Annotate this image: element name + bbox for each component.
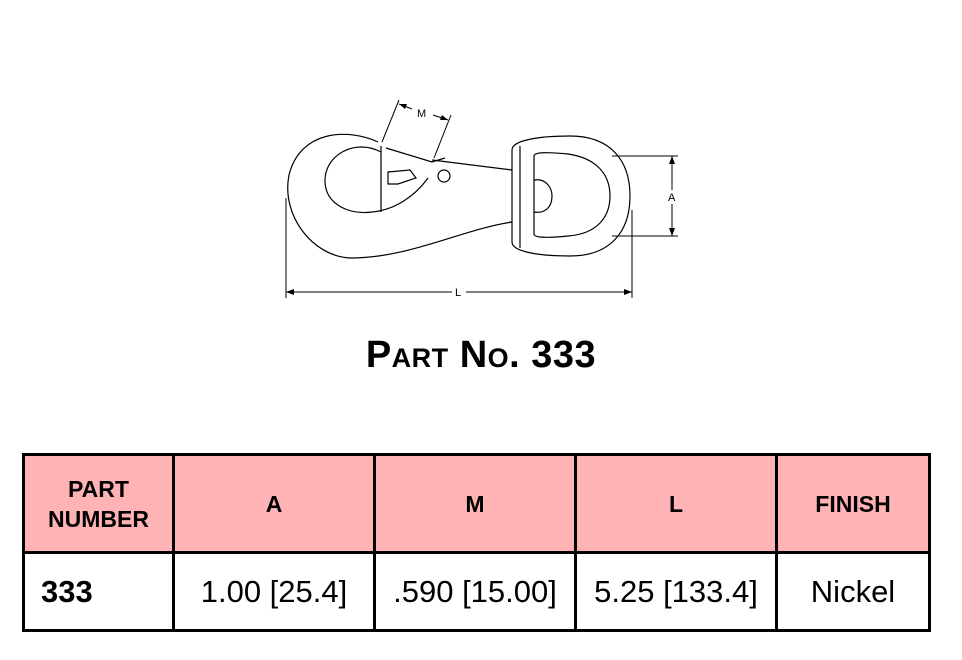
header-finish: FINISH <box>775 453 931 554</box>
header-part-number: PART NUMBER <box>22 453 175 554</box>
cell-part-number: 333 <box>22 551 175 632</box>
snap-hook-drawing: M A L <box>285 99 678 299</box>
dimension-label-m: M <box>417 108 426 120</box>
dimension-label-l: L <box>455 287 461 299</box>
swivel-eye-inner <box>533 152 611 238</box>
gate <box>380 146 446 212</box>
rivet <box>437 169 451 183</box>
cell-a: 1.00 [25.4] <box>172 551 376 632</box>
header-l: L <box>574 453 778 554</box>
cell-m: .590 [15.00] <box>373 551 577 632</box>
gate-slot <box>387 169 417 185</box>
cell-finish: Nickel <box>775 551 931 632</box>
swivel-eye-outer <box>511 135 631 257</box>
swivel-barrel <box>519 146 553 248</box>
header-a: A <box>172 453 376 554</box>
hook-inner-curve <box>324 146 429 214</box>
table-header-row: PART NUMBER A M L FINISH <box>22 453 931 554</box>
part-title: Part No. 333 <box>365 334 597 376</box>
dimension-a: A <box>612 155 678 237</box>
spec-table: PART NUMBER A M L FINISH 333 1.00 [25.4]… <box>22 453 931 632</box>
hook-outer-curve <box>287 133 513 259</box>
cell-l: 5.25 [133.4] <box>574 551 778 632</box>
neck-top <box>431 159 513 171</box>
dimension-m: M <box>381 99 452 159</box>
header-m: M <box>373 453 577 554</box>
table-row: 333 1.00 [25.4] .590 [15.00] 5.25 [133.4… <box>22 551 931 632</box>
dimension-l: L <box>285 198 633 299</box>
dimension-label-a: A <box>668 192 676 204</box>
snap-hook-outline <box>287 133 631 259</box>
